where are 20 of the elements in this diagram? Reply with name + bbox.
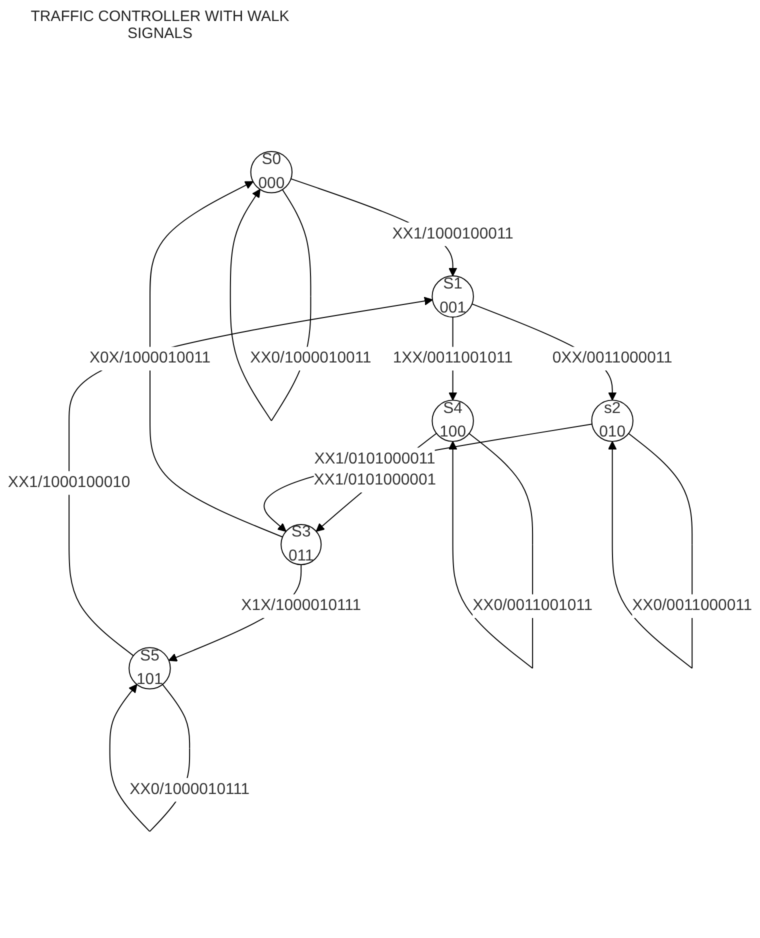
arrow xyxy=(150,181,284,538)
edge-label: XX1/0101000011 xyxy=(314,450,436,468)
edge-label: XX1/0101000001 xyxy=(314,472,436,489)
edge-label: 0XX/0011000011 xyxy=(552,350,672,367)
diagram-title: TRAFFIC CONTROLLER WITH WALK SIGNALS xyxy=(30,8,290,42)
edge-label: XX0/1000010011 xyxy=(250,350,372,367)
edge-label: XX1/1000100011 xyxy=(392,225,514,242)
node-circle: S1 001 xyxy=(432,275,474,318)
edge-label: XX0/0011001011 xyxy=(472,597,593,614)
node-circle: S4 100 xyxy=(432,400,474,442)
edge-label: XX0/1000010111 xyxy=(130,780,250,798)
node-circle: s2 010 xyxy=(591,400,634,442)
node-circle: S5 101 xyxy=(128,647,171,690)
edge-label: 1XX/0011001011 xyxy=(392,350,513,367)
edge-label: XX0/0011000011 xyxy=(632,597,752,614)
node-circle: S3 011 xyxy=(280,524,322,566)
edge-label: X1X/1000010111 xyxy=(241,597,362,614)
edge-label: X0X/1000010011 xyxy=(89,350,211,367)
edge-label: XX1/1000100010 xyxy=(8,474,130,491)
node-circle: S0 000 xyxy=(250,151,293,194)
